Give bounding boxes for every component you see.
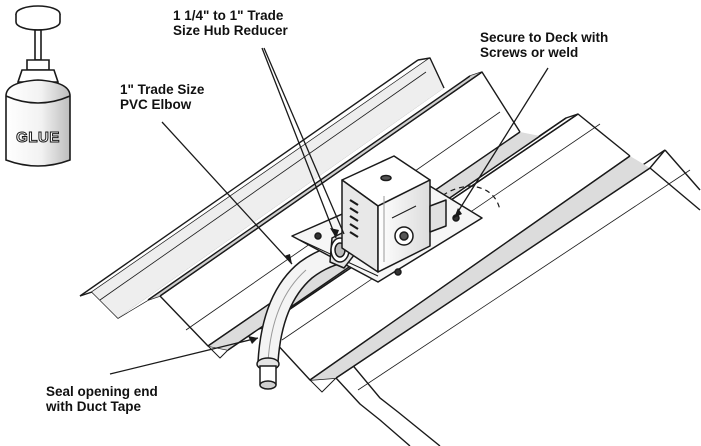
glue-jar-icon: GLUE: [5, 5, 71, 167]
leader-seal-opening: [109, 337, 259, 375]
callout-pvc-elbow: 1" Trade Size PVC Elbow: [120, 82, 204, 112]
leader-secure-deck: [453, 67, 549, 219]
callout-hub-reducer: 1 1/4" to 1" Trade Size Hub Reducer: [173, 8, 288, 38]
callout-hub-reducer-line-1: 1 1/4" to 1" Trade: [173, 8, 284, 23]
callout-pvc-elbow-line-2: PVC Elbow: [120, 97, 192, 112]
callout-hub-reducer-line-2: Size Hub Reducer: [173, 23, 288, 38]
junction-box-assembly: [291, 155, 483, 283]
callout-secure-deck: Secure to Deck with Screws or weld: [480, 30, 608, 60]
callout-seal-opening-line-1: Seal opening end: [46, 384, 158, 399]
callout-secure-deck-line-2: Screws or weld: [480, 45, 579, 60]
callout-secure-deck-line-1: Secure to Deck with: [480, 30, 609, 45]
leader-hub-reducer: [261, 47, 337, 239]
leader-arrowheads: [248, 208, 462, 344]
svg-text:GLUE: GLUE: [16, 129, 60, 146]
leader-lines: [109, 47, 549, 375]
leader-pvc-elbow: [161, 121, 293, 265]
glue-label: GLUE: [16, 129, 60, 147]
callout-seal-opening: Seal opening end with Duct Tape: [46, 384, 158, 414]
leader-hub-reducer-2: [263, 47, 345, 235]
callout-pvc-elbow-line-1: 1" Trade Size: [120, 82, 205, 97]
callout-seal-opening-line-2: with Duct Tape: [46, 399, 142, 414]
